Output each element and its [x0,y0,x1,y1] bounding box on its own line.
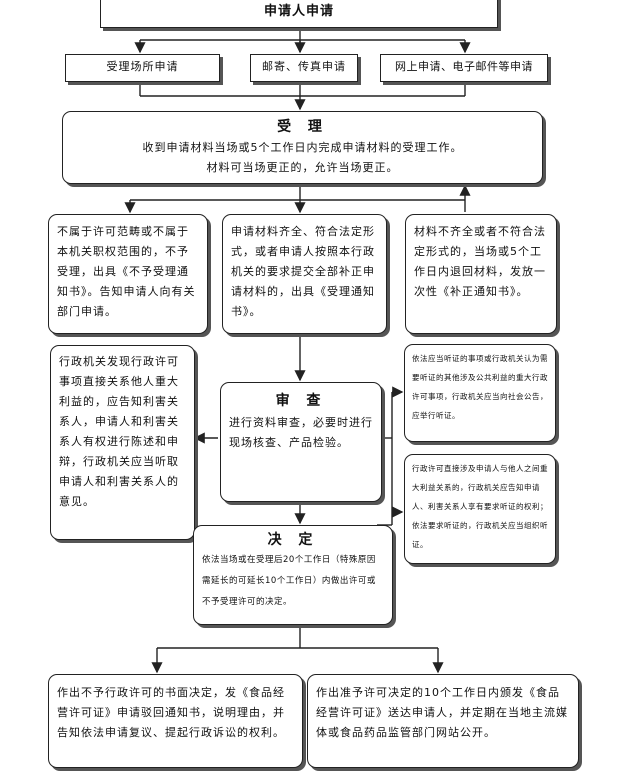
result-rejected-box: 作出不予行政许可的书面决定，发《食品经营许可证》申请驳回通知书，说明理由，并告知… [48,674,303,768]
channel-onsite-label: 受理场所申请 [106,60,179,73]
review-body: 进行资料审查，必要时进行现场核查、产品检验。 [229,416,373,449]
review-title: 审 查 [275,393,327,409]
branch-correction-text: 材料不齐全或者不符合法定形式的，当场或5个工作日内退回材料，发放一次性《补正通知… [414,225,546,298]
review-box: 审 查 进行资料审查，必要时进行现场核查、产品检验。 [220,382,382,502]
interested-party-note-text: 行政机关发现行政许可事项直接关系他人重大利益的，应告知利害关系人，申请人和利害关… [59,355,179,508]
applicant-apply-label: 申请人申请 [263,4,334,19]
decision-box: 决 定 依法当场或在受理后20个工作日（特殊原因需延长的可延长10个工作日）内做… [193,525,393,625]
result-rejected-text: 作出不予行政许可的书面决定，发《食品经营许可证》申请驳回通知书，说明理由，并告知… [57,686,285,739]
decision-body: 依法当场或在受理后20个工作日（特殊原因需延长的可延长10个工作日）内做出许可或… [202,555,376,607]
channel-online-box: 网上申请、电子邮件等申请 [380,54,548,82]
applicant-apply-box: 申请人申请 [100,0,498,28]
branch-accepted-text: 申请材料齐全、符合法定形式，或者申请人按照本行政机关的要求提交全部补正申请材料的… [231,225,375,318]
branch-accepted-box: 申请材料齐全、符合法定形式，或者申请人按照本行政机关的要求提交全部补正申请材料的… [222,214,387,334]
accept-title: 受 理 [277,119,328,135]
accept-line-1: 收到申请材料当场或5个工作日内完成申请材料的受理工作。 [142,141,463,154]
decision-title: 决 定 [267,532,319,548]
hearing-public-box: 依法应当听证的事项或行政机关认为需要听证的其他涉及公共利益的重大行政许可事项，行… [404,344,556,442]
channel-mail-box: 邮寄、传真申请 [250,54,358,82]
accept-line-2: 材料可当场更正的，允许当场更正。 [206,161,399,174]
branch-correction-box: 材料不齐全或者不符合法定形式的，当场或5个工作日内退回材料，发放一次性《补正通知… [405,214,557,334]
channel-online-label: 网上申请、电子邮件等申请 [395,60,533,73]
hearing-party-box: 行政许可直接涉及申请人与他人之间重大利益关系的，行政机关应告知申请人、利害关系人… [404,454,556,564]
result-approved-box: 作出准予许可决定的10个工作日内颁发《食品经营许可证》送达申请人，并定期在当地主… [307,674,579,768]
result-approved-text: 作出准予许可决定的10个工作日内颁发《食品经营许可证》送达申请人，并定期在当地主… [316,686,568,739]
channel-mail-label: 邮寄、传真申请 [262,60,346,73]
branch-not-accepted-text: 不属于许可范畴或不属于本机关职权范围的，不予受理，出具《不予受理通知书》。告知申… [57,225,196,318]
accept-box: 受 理 收到申请材料当场或5个工作日内完成申请材料的受理工作。 材料可当场更正的… [62,111,543,184]
channel-onsite-box: 受理场所申请 [65,54,220,82]
branch-not-accepted-box: 不属于许可范畴或不属于本机关职权范围的，不予受理，出具《不予受理通知书》。告知申… [48,214,208,334]
hearing-party-text: 行政许可直接涉及申请人与他人之间重大利益关系的，行政机关应告知申请人、利害关系人… [412,464,548,549]
interested-party-note-box: 行政机关发现行政许可事项直接关系他人重大利益的，应告知利害关系人，申请人和利害关… [50,345,195,540]
hearing-public-text: 依法应当听证的事项或行政机关认为需要听证的其他涉及公共利益的重大行政许可事项，行… [412,354,548,420]
